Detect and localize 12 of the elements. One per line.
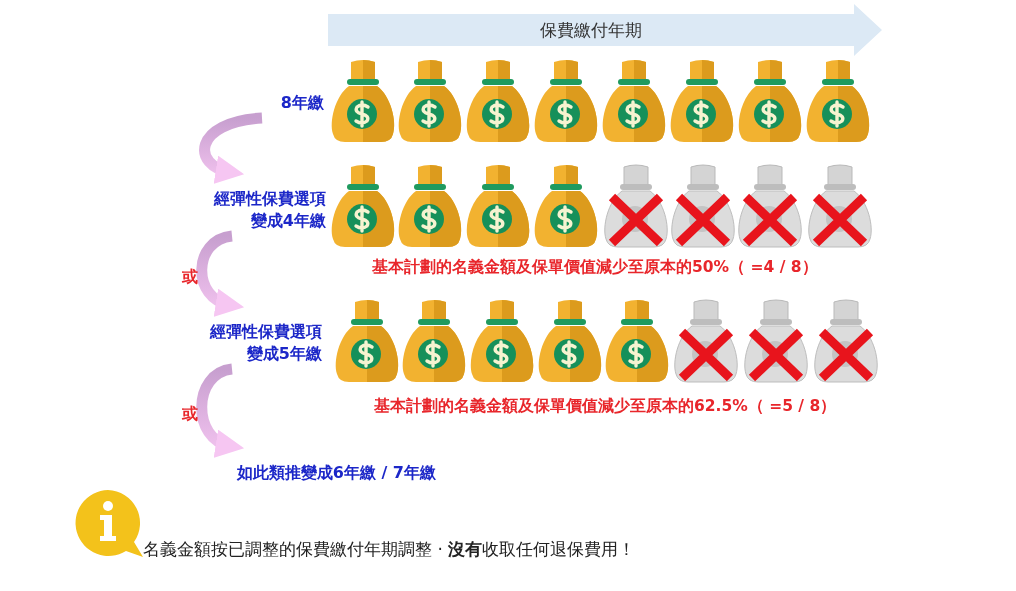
reduction-note: 基本計劃的名義金額及保單價值減少至原本的62.5%（ =5 / 8） — [374, 396, 837, 417]
reduction-note: 基本計劃的名義金額及保單價值減少至原本的50%（ =4 / 8） — [372, 257, 818, 278]
edge-label: 或 — [182, 402, 198, 425]
curved-arrow — [199, 112, 263, 183]
band-title: 保費繳付年期 — [539, 19, 643, 41]
option-label: 8年繳 — [262, 92, 324, 116]
edge-label: 或 — [182, 265, 198, 288]
timeline-arrow-band — [328, 4, 882, 56]
option-label: 如此類推變成6年繳 / 7年繳 — [190, 462, 436, 486]
note-text: 名義金額按已調整的保費繳付年期調整 · 沒有收取任何退保費用！ — [143, 538, 636, 561]
option-label: 經彈性保費選項變成5年繳 — [204, 321, 322, 367]
option-label: 經彈性保費選項變成4年繳 — [208, 188, 326, 234]
